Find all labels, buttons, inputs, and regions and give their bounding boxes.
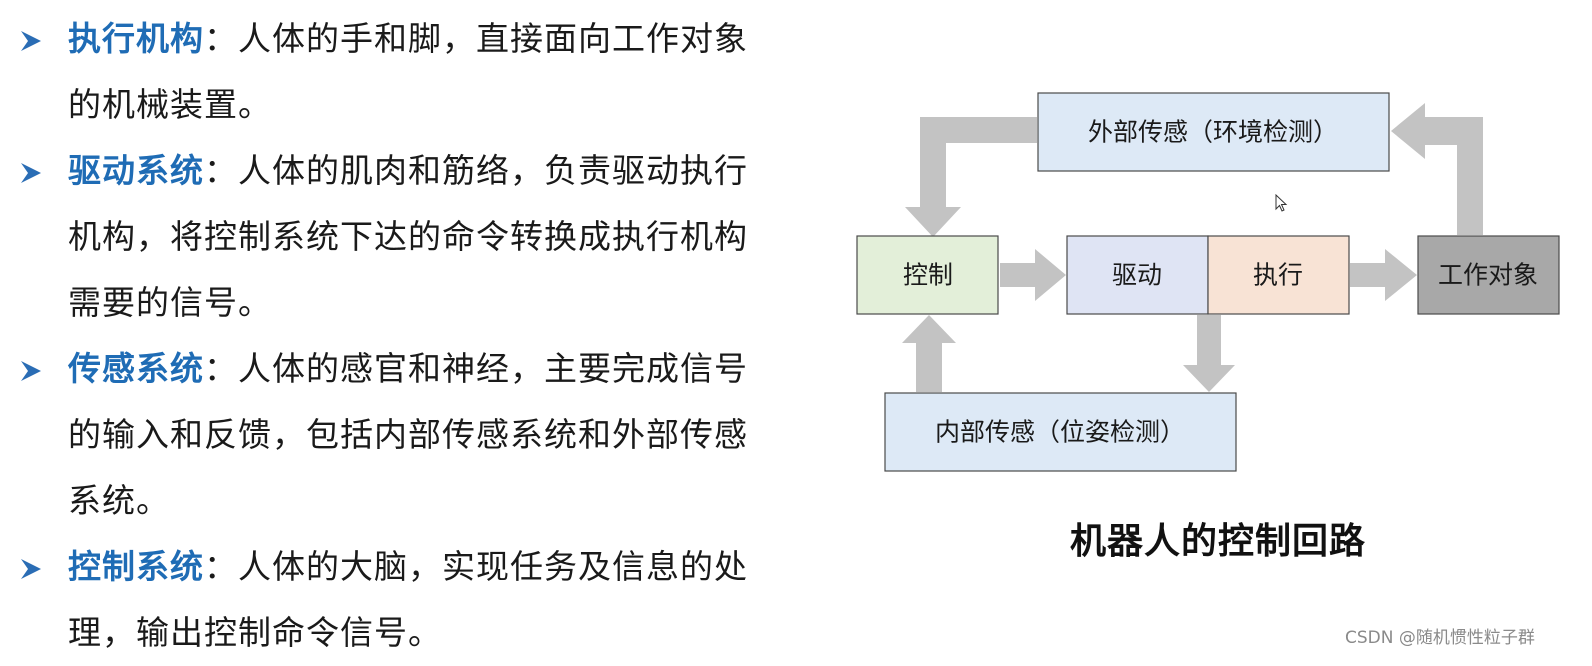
flow-arrow-workobject-to-external — [1391, 103, 1483, 235]
bullet-line: 需要的信号。 — [68, 283, 272, 322]
control-loop-diagram: 外部传感（环境检测） 控制 驱动 执行 工作对象 内部传感（位姿检测） — [840, 0, 1592, 666]
bullet-term: 执行机构 — [68, 19, 204, 58]
bullet-text: 人体的肌肉和筋络，负责驱动执行 — [238, 151, 748, 190]
bullet-arrow-icon — [21, 559, 41, 579]
drive-label: 驱动 — [1112, 261, 1162, 290]
bullet-line: 的机械装置。 — [68, 85, 272, 124]
bullet-separator: ： — [204, 19, 238, 58]
bullet-line: 系统。 — [68, 481, 170, 520]
work-object-box — [1417, 235, 1560, 315]
mouse-cursor-icon — [1275, 194, 1288, 212]
bullet-text: 人体的感官和神经，主要完成信号 — [238, 349, 748, 388]
external-sensing-box — [1037, 92, 1390, 172]
watermark: CSDN @随机惯性粒子群 — [1345, 628, 1535, 648]
control-loop-svg: 外部传感（环境检测） 控制 驱动 执行 工作对象 内部传感（位姿检测） — [856, 92, 1560, 472]
bullet-term: 驱动系统 — [68, 151, 204, 190]
execute-label: 执行 — [1253, 261, 1303, 290]
bullet-text: 人体的手和脚，直接面向工作对象 — [238, 19, 748, 58]
bullet-term: 传感系统 — [68, 349, 204, 388]
external-sensing-label: 外部传感（环境检测） — [1088, 118, 1338, 147]
bullet-line: 机构，将控制系统下达的命令转换成执行机构 — [68, 217, 748, 256]
work-object-label: 工作对象 — [1438, 261, 1538, 290]
bullet-arrow-icon — [21, 361, 41, 381]
bullet-line: 驱动系统：人体的肌肉和筋络，负责驱动执行 — [68, 138, 748, 204]
internal-sensing-box — [884, 392, 1237, 472]
bullet-line: 理，输出控制命令信号。 — [68, 613, 442, 652]
bullet-separator: ： — [204, 151, 238, 190]
diagram-caption: 机器人的控制回路 — [1070, 521, 1367, 562]
bullet-line: 的输入和反馈，包括内部传感系统和外部传感 — [68, 415, 748, 454]
bullet-line: 控制系统：人体的大脑，实现任务及信息的处 — [68, 534, 748, 600]
bullet-text: 人体的大脑，实现任务及信息的处 — [238, 547, 748, 586]
flow-arrow-execute-to-workobject — [1350, 249, 1417, 301]
bullet-arrow-icon — [21, 31, 41, 51]
execute-box — [1207, 235, 1350, 315]
drive-box — [1066, 235, 1209, 315]
bullet-term: 控制系统 — [68, 547, 204, 586]
bullet-line: 传感系统：人体的感官和神经，主要完成信号 — [68, 336, 748, 402]
control-box — [856, 235, 999, 315]
bullet-line: 执行机构：人体的手和脚，直接面向工作对象 — [68, 6, 748, 72]
internal-sensing-label: 内部传感（位姿检测） — [935, 418, 1185, 447]
bullet-arrow-icon — [21, 163, 41, 183]
flow-arrow-internal-to-control — [902, 315, 956, 392]
flow-arrow-drive-to-internal — [1183, 315, 1235, 392]
bullet-separator: ： — [204, 547, 238, 586]
flow-arrow-control-to-drive — [1000, 249, 1066, 301]
bullet-separator: ： — [204, 349, 238, 388]
control-label: 控制 — [903, 261, 953, 290]
flow-arrow-external-to-control — [905, 117, 1037, 237]
